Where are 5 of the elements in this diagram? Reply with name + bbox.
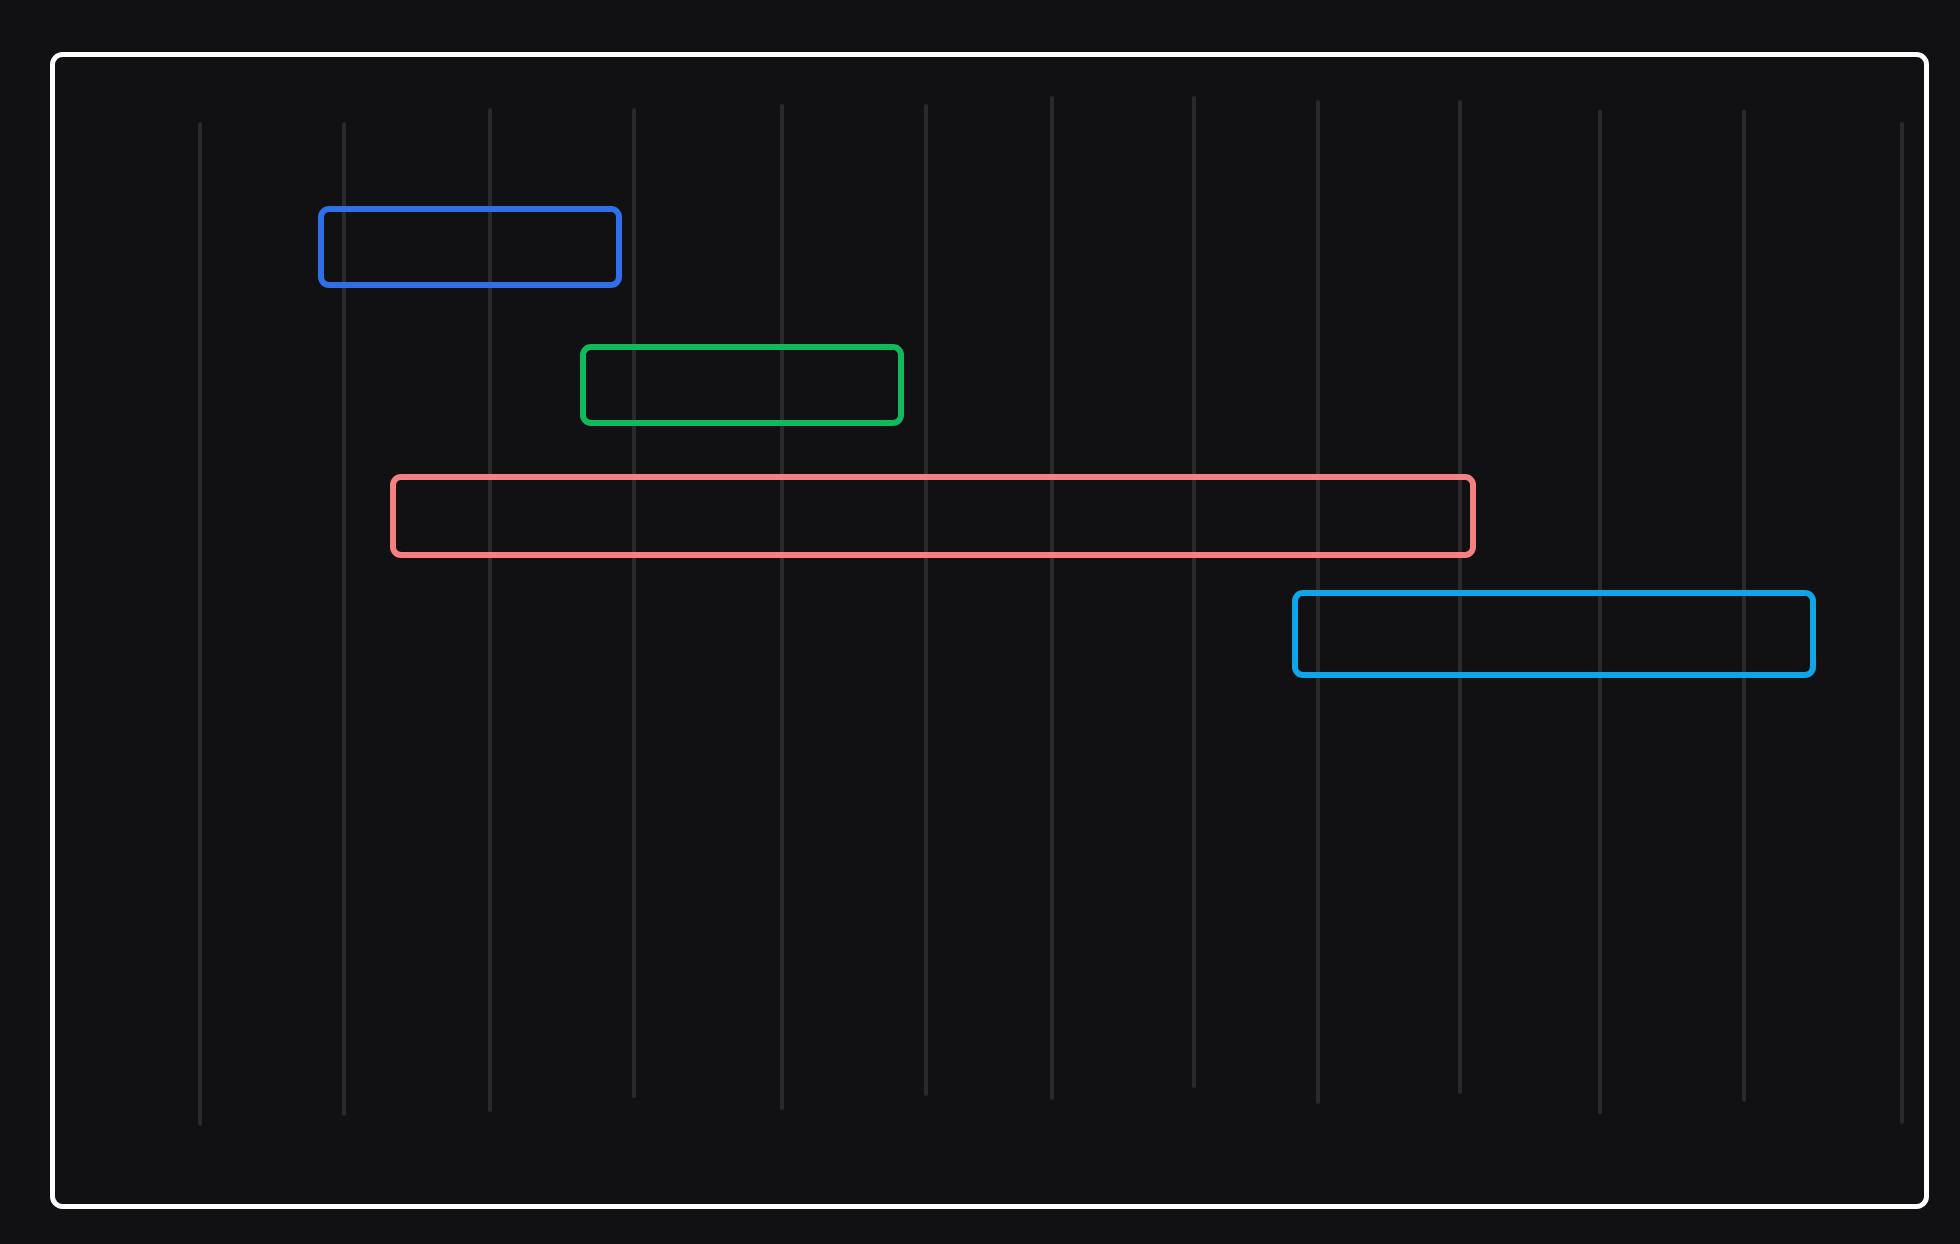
timeline-bar <box>318 206 622 288</box>
timeline-bar <box>580 344 904 426</box>
timeline-bar <box>390 474 1476 558</box>
chart-frame <box>50 52 1929 1209</box>
timeline-bar <box>1292 590 1816 678</box>
